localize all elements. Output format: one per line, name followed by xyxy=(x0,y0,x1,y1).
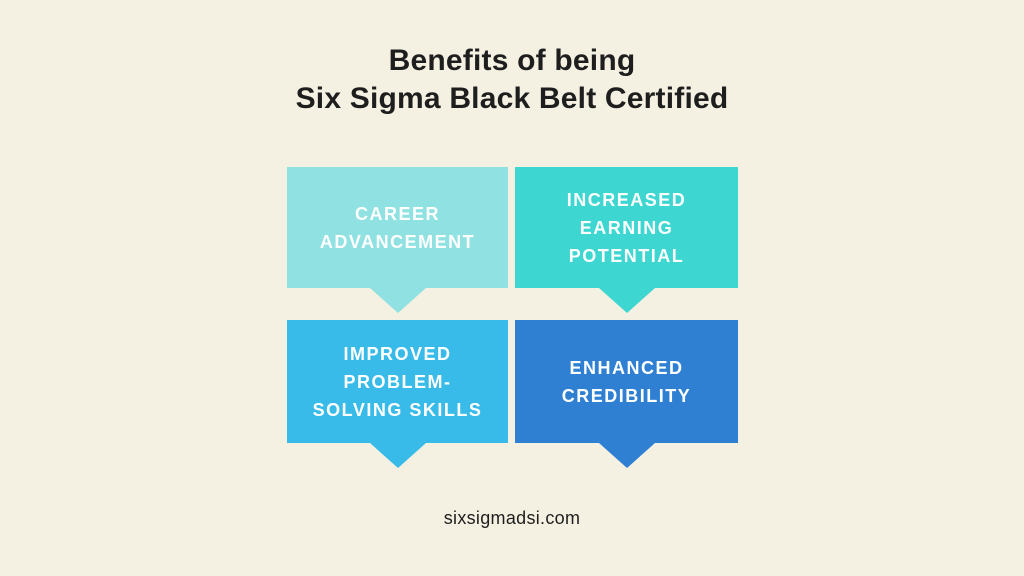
card-label: CAREER ADVANCEMENT xyxy=(320,200,475,256)
card-career-advancement: CAREER ADVANCEMENT xyxy=(287,167,508,313)
speech-bubble-tail xyxy=(369,443,426,468)
card-label-line: ENHANCED xyxy=(569,357,684,378)
speech-bubble-tail xyxy=(598,288,655,313)
card-label: ENHANCED CREDIBILITY xyxy=(562,354,692,410)
card-increased-earning-potential: INCREASED EARNING POTENTIAL xyxy=(515,167,738,313)
title-line-2: Six Sigma Black Belt Certified xyxy=(295,82,729,115)
card-label-line: PROBLEM- xyxy=(343,371,452,392)
card-label-line: EARNING xyxy=(579,217,674,238)
card-enhanced-credibility: ENHANCED CREDIBILITY xyxy=(515,320,738,468)
card-label-line: ADVANCEMENT xyxy=(319,231,476,252)
card-label: INCREASED EARNING POTENTIAL xyxy=(567,186,687,270)
title-line-1: Benefits of being xyxy=(388,44,636,77)
card-label-line: CAREER xyxy=(354,203,440,224)
card-label-line: POTENTIAL xyxy=(568,245,685,266)
website-text: sixsigmadsi.com xyxy=(443,508,581,528)
page-title: Benefits of being Six Sigma Black Belt C… xyxy=(0,42,1024,118)
speech-bubble-tail xyxy=(598,443,655,468)
card-label-line: IMPROVED xyxy=(343,343,452,364)
card-label-line: SOLVING SKILLS xyxy=(312,399,483,420)
card-label: IMPROVED PROBLEM- SOLVING SKILLS xyxy=(313,340,483,424)
card-label-line: INCREASED xyxy=(566,189,687,210)
speech-bubble-tail xyxy=(369,288,426,313)
card-label-line: CREDIBILITY xyxy=(561,385,692,406)
card-improved-problem-solving-skills: IMPROVED PROBLEM- SOLVING SKILLS xyxy=(287,320,508,468)
